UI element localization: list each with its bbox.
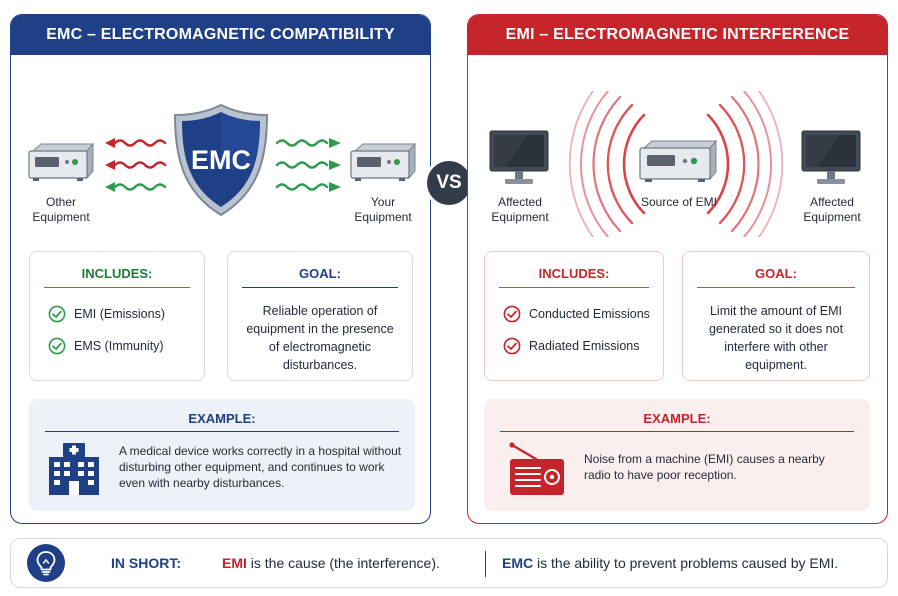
arrow-icon: [113, 161, 167, 169]
emi-goal-title: GOAL:: [697, 252, 855, 288]
arrow-icon: [275, 139, 329, 147]
list-item: EMI (Emissions): [48, 304, 204, 324]
summary-emi-keyword: EMI: [222, 555, 247, 571]
monitor-icon: [801, 130, 861, 184]
emi-includes-card: INCLUDES: Conducted Emissions Radiated E…: [484, 251, 664, 381]
arrow-icon: [275, 161, 329, 169]
radio-wave-icon: [568, 91, 784, 237]
summary-emc-text: is the ability to prevent problems cause…: [533, 555, 839, 571]
emi-source-label: Source of EMI: [640, 195, 718, 209]
check-icon: [503, 305, 521, 323]
check-icon: [48, 337, 66, 355]
emc-include-item: EMS (Immunity): [74, 339, 164, 353]
emc-left-arrows: [105, 138, 167, 192]
list-item: EMS (Immunity): [48, 336, 204, 356]
summary-bar: IN SHORT: EMI is the cause (the interfer…: [10, 538, 888, 588]
other-equipment-icon: [28, 142, 95, 181]
emc-include-item: EMI (Emissions): [74, 307, 165, 321]
arrow-icon: [275, 183, 329, 191]
your-equipment-icon: [350, 142, 417, 181]
summary-emi-text: is the cause (the interference).: [246, 555, 440, 571]
shield-icon: [173, 103, 269, 217]
your-equipment-text: Your Equipment: [354, 195, 412, 224]
list-item: Conducted Emissions: [503, 304, 663, 324]
check-icon: [503, 337, 521, 355]
vs-badge: VS: [424, 158, 474, 208]
emc-example-text: A medical device works correctly in a ho…: [119, 444, 402, 490]
emi-example-text: Noise from a machine (EMI) causes a near…: [584, 452, 825, 482]
shield-text: EMC: [191, 145, 251, 175]
emi-panel: EMI – ELECTROMAGNETIC INTERFERENCE Affec…: [467, 14, 888, 524]
emi-goal-text: Limit the amount of EMI generated so it …: [708, 304, 844, 372]
emi-right-affected-label: Affected Equipment: [790, 195, 874, 225]
other-equipment-label: Other Equipment: [19, 195, 103, 225]
summary-emi-statement: EMI is the cause (the interference).: [222, 555, 440, 571]
emi-panel-title: EMI – ELECTROMAGNETIC INTERFERENCE: [468, 15, 887, 55]
emc-right-arrows: [275, 138, 341, 192]
emi-includes-title: INCLUDES:: [499, 252, 649, 288]
emi-left-affected-text: Affected Equipment: [491, 195, 549, 224]
emc-includes-title: INCLUDES:: [44, 252, 190, 288]
emi-right-affected-text: Affected Equipment: [803, 195, 861, 224]
other-equipment-text: Other Equipment: [32, 195, 90, 224]
list-item: Radiated Emissions: [503, 336, 663, 356]
emc-includes-card: INCLUDES: EMI (Emissions) EMS (Immunity): [29, 251, 205, 381]
emc-example-title: EXAMPLE:: [45, 399, 399, 432]
radio-icon: [509, 442, 564, 495]
arrow-icon: [113, 183, 167, 191]
lightbulb-icon: [27, 544, 65, 582]
emi-left-affected-label: Affected Equipment: [478, 195, 562, 225]
summary-emc-statement: EMC is the ability to prevent problems c…: [502, 555, 838, 571]
summary-divider: [485, 551, 486, 577]
emi-example-box: EXAMPLE: Noise from a machine (EMI) caus…: [484, 399, 870, 511]
emi-include-item: Radiated Emissions: [529, 339, 640, 353]
check-icon: [48, 305, 66, 323]
summary-emc-keyword: EMC: [502, 555, 534, 571]
emc-panel: EMC – ELECTROMAGNETIC COMPATIBILITY Othe…: [10, 14, 431, 524]
emc-example-box: EXAMPLE: A medical device works correctl…: [29, 399, 415, 511]
monitor-icon: [489, 130, 549, 184]
emc-goal-title: GOAL:: [242, 252, 398, 288]
emi-goal-card: GOAL: Limit the amount of EMI generated …: [682, 251, 870, 381]
arrow-icon: [113, 139, 167, 147]
emi-include-item: Conducted Emissions: [529, 307, 650, 321]
emc-panel-title: EMC – ELECTROMAGNETIC COMPATIBILITY: [11, 15, 430, 55]
emi-source-equipment-icon: [639, 139, 718, 182]
emc-goal-text: Reliable operation of equipment in the p…: [246, 304, 394, 372]
your-equipment-label: Your Equipment: [341, 195, 425, 225]
summary-label: IN SHORT:: [111, 555, 181, 571]
emc-goal-card: GOAL: Reliable operation of equipment in…: [227, 251, 413, 381]
emi-example-title: EXAMPLE:: [500, 399, 854, 432]
hospital-icon: [49, 443, 99, 495]
